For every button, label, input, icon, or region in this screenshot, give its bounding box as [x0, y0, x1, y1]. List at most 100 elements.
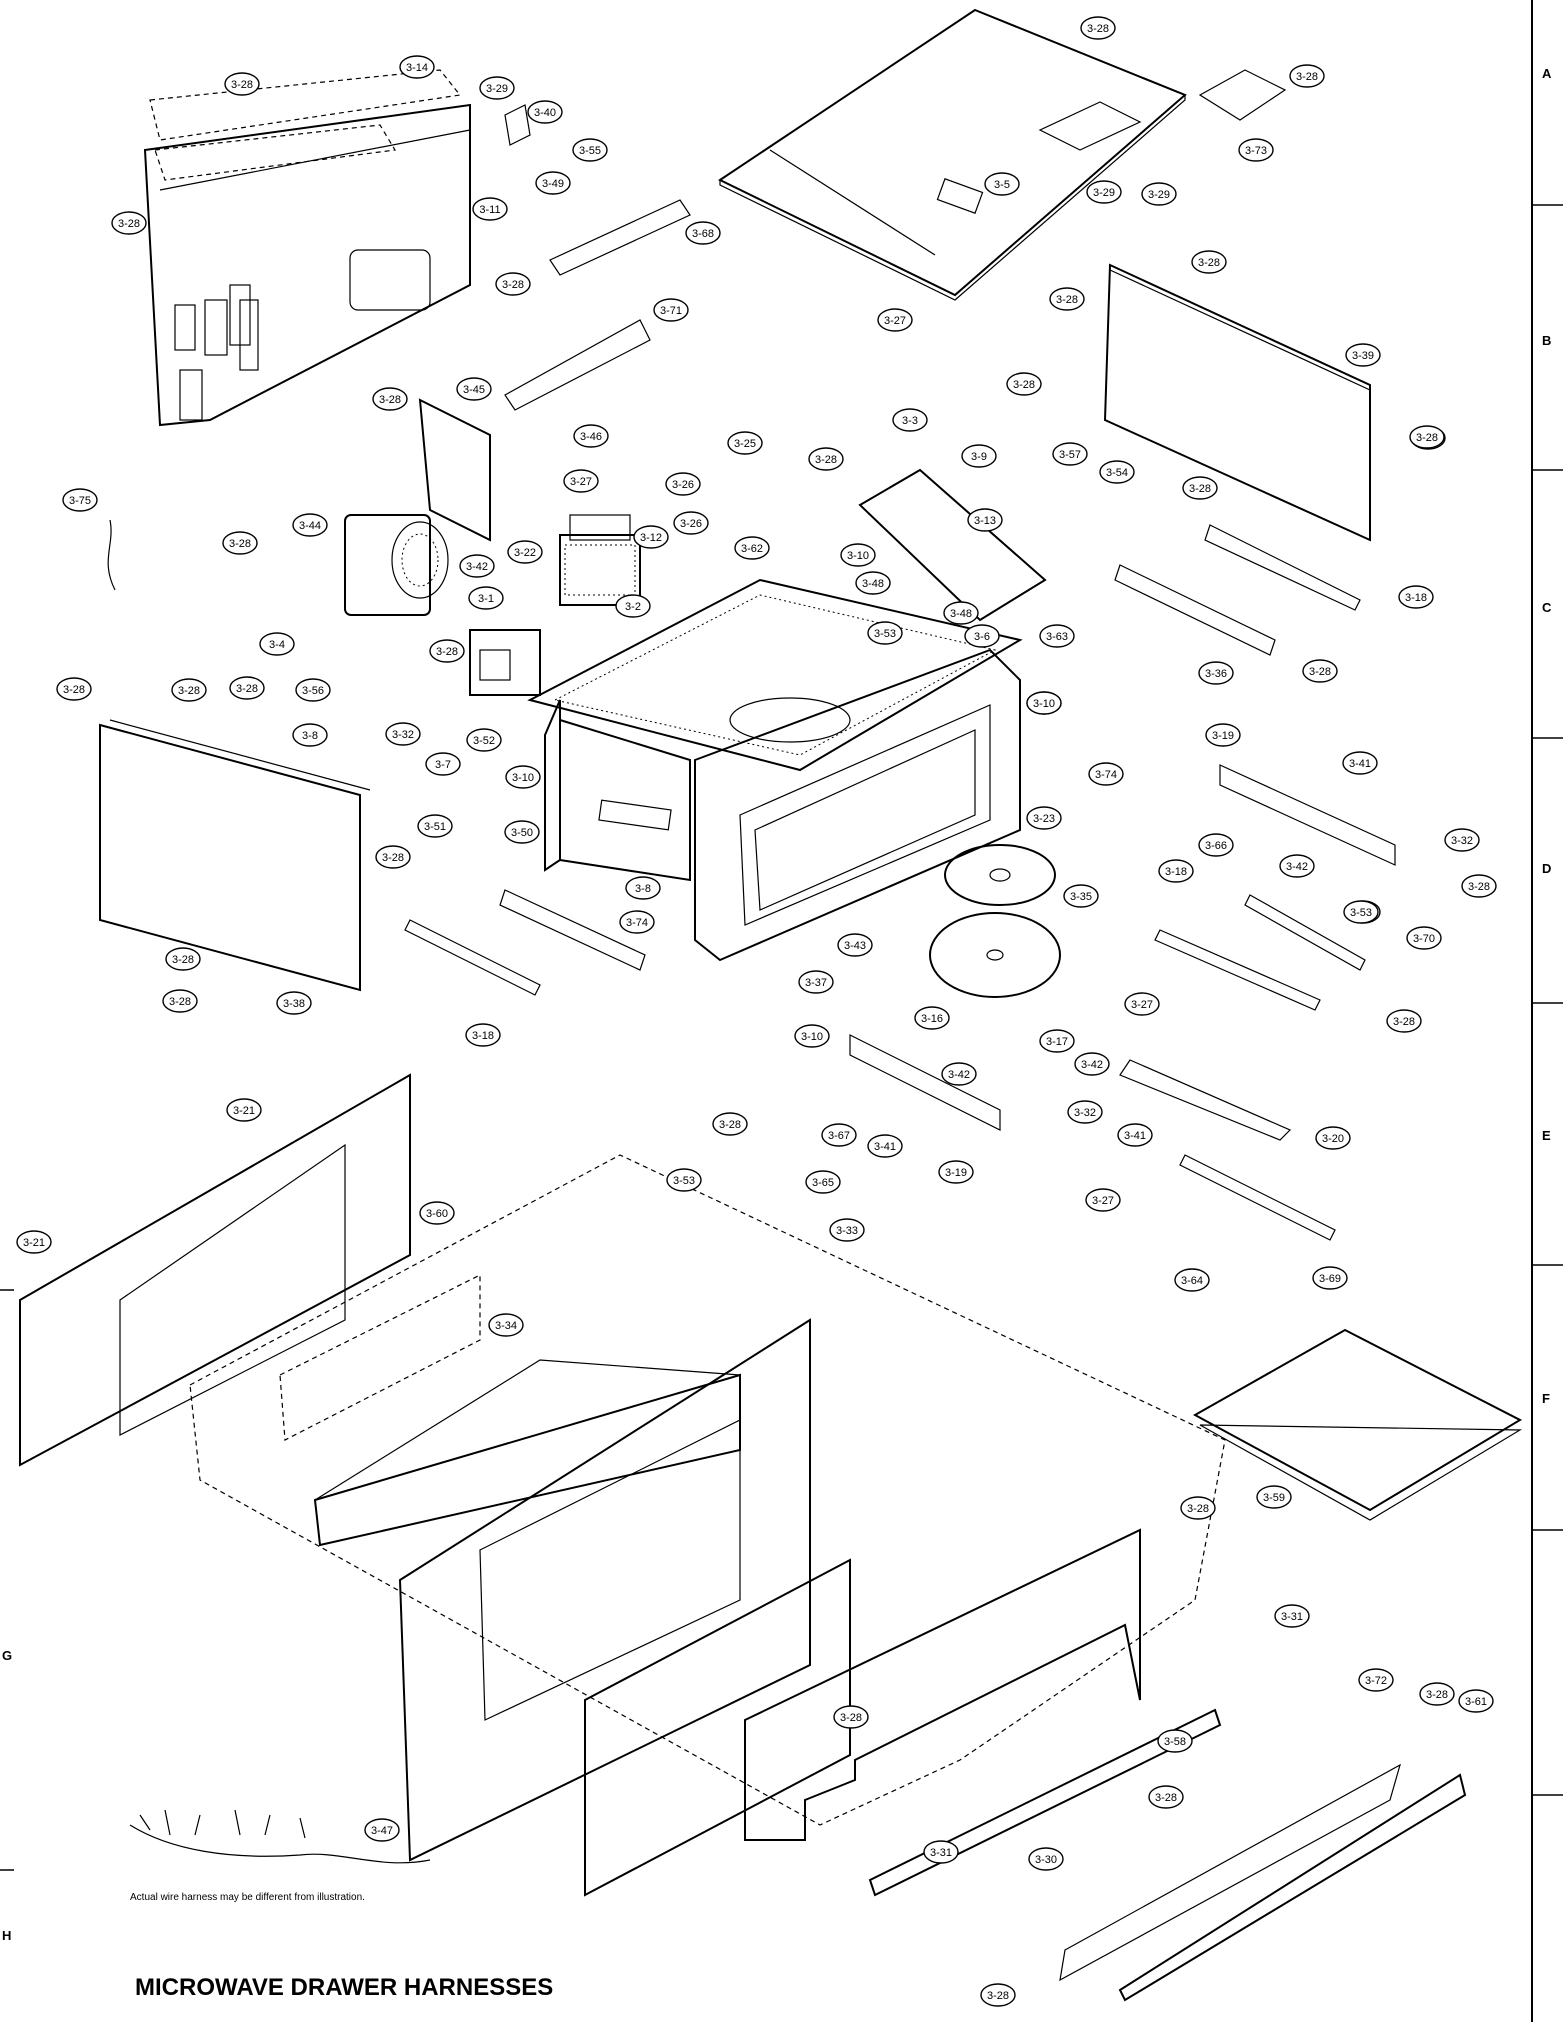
callout-label: 3-25	[734, 438, 756, 450]
callout-bubble	[1052, 442, 1088, 466]
callout-3-19: 3-19	[938, 1160, 974, 1184]
callout-3-28: 3-28	[375, 845, 411, 869]
callout-bubble	[1398, 585, 1434, 609]
bracket-3-19-bottom	[849, 1034, 1001, 1131]
callout-3-28: 3-28	[111, 211, 147, 235]
callout-label: 3-26	[680, 518, 702, 530]
callout-3-42: 3-42	[459, 554, 495, 578]
callout-bubble	[1205, 723, 1241, 747]
callout-label: 3-41	[1124, 1130, 1146, 1142]
callout-label: 3-13	[974, 515, 996, 527]
callout-label: 3-69	[1319, 1273, 1341, 1285]
callout-label: 3-18	[1165, 866, 1187, 878]
callout-label: 3-74	[626, 917, 648, 929]
callout-label: 3-28	[987, 1990, 1009, 2002]
door-frame	[694, 648, 1021, 962]
callout-label: 3-66	[1205, 840, 1227, 852]
callout-3-27: 3-27	[877, 308, 913, 332]
callout-label: 3-28	[1426, 1689, 1448, 1701]
drawer-glass-panel	[584, 1558, 851, 1897]
callout-bubble	[295, 678, 331, 702]
drawer-front	[744, 1528, 1141, 1841]
callout-bubble	[867, 621, 903, 645]
callout-3-22: 3-22	[507, 540, 543, 564]
callout-3-42: 3-42	[1279, 854, 1315, 878]
callout-3-28: 3-28	[1461, 874, 1497, 898]
callout-3-56: 3-56	[295, 678, 331, 702]
callout-bubble	[615, 594, 651, 618]
callout-bubble	[1343, 900, 1379, 924]
callout-label: 3-28	[178, 685, 200, 697]
callout-bubble	[967, 508, 1003, 532]
callout-bubble	[527, 100, 563, 124]
callout-bubble	[1345, 343, 1381, 367]
callout-3-42: 3-42	[1074, 1052, 1110, 1076]
callout-3-41: 3-41	[1342, 751, 1378, 775]
callout-bubble	[16, 1230, 52, 1254]
callout-bubble	[665, 472, 701, 496]
callout-3-32: 3-32	[1067, 1100, 1103, 1124]
callout-bubble	[1063, 884, 1099, 908]
callout-label: 3-32	[392, 729, 414, 741]
callout-3-9: 3-9	[961, 444, 997, 468]
callout-bubble	[399, 55, 435, 79]
callout-3-28: 3-28	[372, 387, 408, 411]
callout-3-57: 3-57	[1052, 442, 1088, 466]
wire-harness-3-75	[107, 519, 116, 591]
grid-labels: A B C D E F G H	[2, 66, 1552, 1943]
waveguide-cover	[858, 468, 1047, 622]
callout-3-28: 3-28	[224, 72, 260, 96]
callout-3-28: 3-28	[171, 678, 207, 702]
callout-bubble	[535, 171, 571, 195]
callout-3-14: 3-14	[399, 55, 435, 79]
callout-3-32: 3-32	[385, 722, 421, 746]
callout-3-21: 3-21	[226, 1098, 262, 1122]
back-panel	[143, 103, 471, 427]
callout-bubble	[1182, 476, 1218, 500]
callout-label: 3-21	[233, 1105, 255, 1117]
callout-3-61: 3-61	[1458, 1689, 1494, 1713]
callout-bubble	[292, 513, 328, 537]
callout-label: 3-38	[283, 998, 305, 1010]
callout-label: 3-27	[570, 476, 592, 488]
callout-3-7: 3-7	[425, 752, 461, 776]
callout-3-41: 3-41	[1117, 1123, 1153, 1147]
callout-label: 3-60	[426, 1208, 448, 1220]
callout-label: 3-28	[719, 1119, 741, 1131]
callout-bubble	[1028, 1847, 1064, 1871]
callout-label: 3-29	[486, 83, 508, 95]
callout-3-10: 3-10	[794, 1024, 830, 1048]
bar-3-69	[1179, 1154, 1336, 1241]
callout-3-41: 3-41	[867, 1134, 903, 1158]
callout-3-59: 3-59	[1256, 1485, 1292, 1509]
callout-label: 3-75	[69, 495, 91, 507]
callout-bubble	[821, 1123, 857, 1147]
callout-3-28: 3-28	[1006, 372, 1042, 396]
callout-bubble	[837, 933, 873, 957]
callout-label: 3-10	[512, 772, 534, 784]
callout-3-55: 3-55	[572, 138, 608, 162]
callout-bubble	[479, 76, 515, 100]
callout-bubble	[505, 765, 541, 789]
callout-3-28: 3-28	[429, 639, 465, 663]
callout-label: 3-28	[436, 646, 458, 658]
callout-bubble	[633, 525, 669, 549]
callout-3-68: 3-68	[685, 221, 721, 245]
callout-bubble	[224, 72, 260, 96]
callout-label: 3-16	[921, 1013, 943, 1025]
callout-label: 3-27	[1131, 999, 1153, 1011]
callout-bubble	[1148, 1785, 1184, 1809]
callout-label: 3-35	[1070, 891, 1092, 903]
callout-bubble	[468, 586, 504, 610]
callout-3-28: 3-28	[1148, 1785, 1184, 1809]
callout-label: 3-56	[302, 685, 324, 697]
callout-bubble	[1085, 1188, 1121, 1212]
callout-bubble	[1279, 854, 1315, 878]
callout-label: 3-19	[1212, 730, 1234, 742]
callout-bubble	[798, 970, 834, 994]
callout-bubble	[222, 531, 258, 555]
drawer-handle	[868, 1708, 1222, 1897]
callout-bubble	[276, 991, 312, 1015]
